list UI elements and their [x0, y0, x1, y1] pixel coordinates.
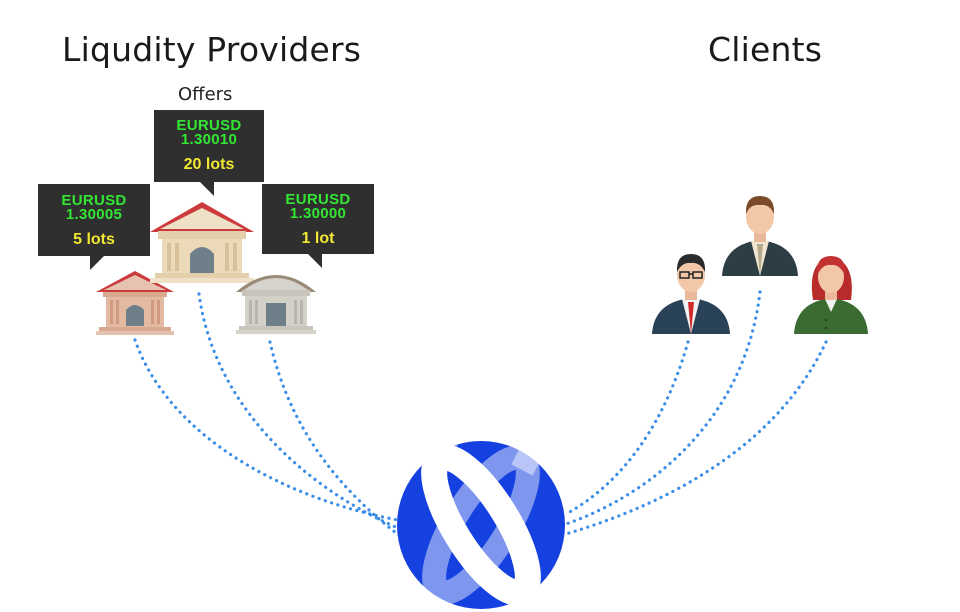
- offers-label: Offers: [178, 84, 233, 105]
- offer-bubble-2: EURUSD 1.30010 20 lots: [154, 110, 264, 196]
- clients-heading: Clients: [708, 30, 823, 69]
- businesswoman-icon: [794, 256, 868, 334]
- bank-grey-icon: [236, 275, 316, 334]
- businessman-glasses-icon: [652, 254, 730, 334]
- offer-bubble-3: EURUSD 1.30000 1 lot: [262, 184, 374, 268]
- exchange-hub-globe-icon: [397, 352, 565, 609]
- connection-lines: [133, 290, 828, 538]
- connection-bank-1: [133, 338, 400, 522]
- connection-client-2: [564, 290, 762, 526]
- connection-bank-2: [197, 292, 400, 530]
- bank-red-icon: [96, 271, 174, 335]
- offer-pair: EURUSD: [176, 117, 242, 134]
- businessman-icon: [722, 196, 798, 276]
- connection-client-1: [564, 340, 690, 516]
- connection-bank-3: [268, 340, 402, 538]
- providers-heading: Liqudity Providers: [62, 30, 362, 69]
- offer-price: 1.30000: [289, 205, 347, 222]
- offer-price: 1.30005: [65, 206, 123, 223]
- bubble-tail: [200, 182, 214, 196]
- bubble-tail: [308, 254, 322, 268]
- bubble-tail: [90, 256, 104, 270]
- offer-pair: EURUSD: [61, 192, 127, 209]
- offer-bubble-1: EURUSD 1.30005 5 lots: [38, 184, 150, 270]
- bank-beige-icon: [150, 202, 254, 283]
- offer-lots: 20 lots: [183, 156, 235, 173]
- offer-pair: EURUSD: [285, 191, 351, 208]
- connection-client-3: [564, 340, 828, 536]
- offer-lots: 5 lots: [73, 231, 115, 248]
- offer-price: 1.30010: [180, 131, 238, 148]
- offer-lots: 1 lot: [301, 230, 335, 247]
